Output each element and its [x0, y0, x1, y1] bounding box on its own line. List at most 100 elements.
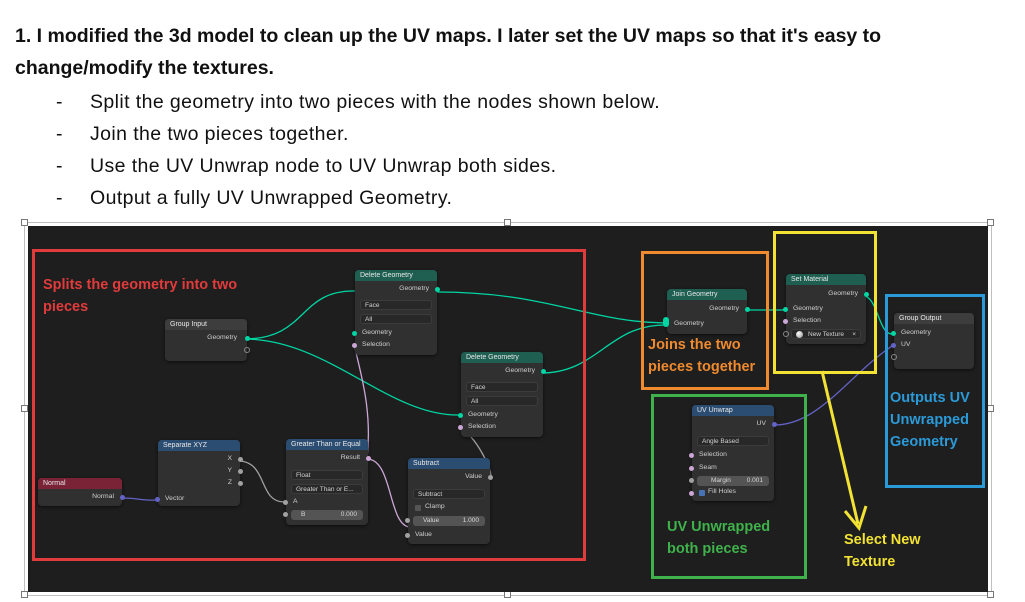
selection-input-label: Selection — [468, 423, 496, 430]
greater-than-node[interactable]: Greater Than or Equal Result Float Great… — [283, 439, 371, 525]
fill-holes-input-socket[interactable] — [689, 491, 694, 496]
group-output-node[interactable]: Group Output Geometry UV — [891, 313, 974, 369]
step-item: -Output a fully UV Unwrapped Geometry. — [56, 182, 660, 214]
y-output-label: Y — [227, 467, 232, 474]
geometry-input-socket[interactable] — [352, 331, 357, 336]
selection-input-socket[interactable] — [689, 453, 694, 458]
subtract-node[interactable]: Subtract Value Subtract Clamp Value 1.00… — [405, 458, 493, 544]
node-editor[interactable]: Group Input Geometry Delete Geometry Geo… — [28, 226, 988, 592]
node-header: Separate XYZ — [158, 440, 240, 451]
uv-annotation-box — [651, 394, 807, 579]
multi-input-socket[interactable] — [663, 317, 669, 327]
resize-handle[interactable] — [504, 591, 511, 598]
selection-input-label: Selection — [793, 317, 821, 324]
uv-output-socket[interactable] — [772, 422, 777, 427]
geometry-input-socket[interactable] — [458, 413, 463, 418]
delete-geometry-node[interactable]: Delete Geometry Geometry Face All Geomet… — [458, 352, 546, 437]
type-dropdown[interactable]: Float — [291, 470, 363, 480]
separate-xyz-node[interactable]: Separate XYZ X Y Z Vector — [155, 440, 243, 506]
selection-input-label: Selection — [362, 341, 390, 348]
close-icon[interactable]: × — [852, 331, 856, 338]
resize-handle[interactable] — [21, 405, 28, 412]
geometry-output-socket[interactable] — [745, 307, 750, 312]
operation-dropdown[interactable]: Greater Than or E... — [291, 484, 363, 494]
bullet-dash: - — [56, 123, 63, 145]
y-output-socket[interactable] — [238, 469, 243, 474]
geometry-output-label: Geometry — [505, 367, 535, 374]
delete-geometry-node[interactable]: Delete Geometry Geometry Face All Geomet… — [352, 270, 440, 355]
step-text: Output a fully UV Unwrapped Geometry. — [90, 187, 453, 209]
vector-input-socket[interactable] — [155, 497, 160, 502]
operation-dropdown[interactable]: Subtract — [413, 489, 485, 499]
empty-input-socket[interactable] — [891, 354, 897, 360]
bullet-dash: - — [56, 155, 63, 177]
uv-unwrap-node[interactable]: UV Unwrap UV Angle Based Selection Seam … — [689, 405, 777, 501]
method-dropdown[interactable]: Angle Based — [697, 436, 769, 446]
a-input-socket[interactable] — [283, 500, 288, 505]
selection-input-label: Selection — [699, 451, 727, 458]
node-header: Delete Geometry — [355, 270, 437, 281]
material-selector[interactable]: New Texture × — [791, 329, 861, 339]
step-text: Split the geometry into two pieces with … — [90, 91, 661, 113]
selection-input-socket[interactable] — [783, 319, 788, 324]
selection-input-socket[interactable] — [352, 343, 357, 348]
margin-field[interactable]: Margin 0.001 — [697, 476, 769, 486]
resize-handle[interactable] — [21, 219, 28, 226]
domain-dropdown[interactable]: Face — [360, 300, 432, 310]
geometry-output-socket[interactable] — [435, 287, 440, 292]
fill-holes-checkbox[interactable] — [699, 490, 705, 496]
uv-output-label: UV — [756, 420, 766, 427]
margin-input-socket[interactable] — [689, 478, 694, 483]
b-input-socket[interactable] — [283, 512, 288, 517]
selection-input-socket[interactable] — [458, 425, 463, 430]
normal-node[interactable]: Normal Normal — [38, 478, 125, 506]
group-input-node[interactable]: Group Input Geometry — [165, 319, 250, 361]
geometry-output-label: Geometry — [399, 285, 429, 292]
join-annotation-label: Joins the two pieces together — [648, 337, 756, 375]
bullet-dash: - — [56, 91, 63, 113]
clamp-checkbox[interactable] — [415, 505, 421, 511]
b-value-field[interactable]: B 0.000 — [291, 510, 363, 520]
margin-label: Margin — [711, 477, 731, 484]
geometry-input-socket[interactable] — [891, 331, 896, 336]
instruction-heading: 1. I modified the 3d model to clean up t… — [15, 25, 882, 79]
join-geometry-node[interactable]: Join Geometry Geometry Geometry — [663, 289, 750, 334]
value-input-socket[interactable] — [405, 533, 410, 538]
result-output-socket[interactable] — [366, 456, 371, 461]
material-input-socket[interactable] — [783, 331, 789, 337]
resize-handle[interactable] — [987, 591, 994, 598]
set-material-node[interactable]: Set Material Geometry Geometry Selection… — [783, 274, 869, 344]
seam-input-socket[interactable] — [689, 466, 694, 471]
value-output-socket[interactable] — [488, 475, 493, 480]
geometry-input-socket[interactable] — [783, 307, 788, 312]
resize-handle[interactable] — [987, 405, 994, 412]
resize-handle[interactable] — [504, 219, 511, 226]
uv-input-socket[interactable] — [891, 343, 896, 348]
step-item: -Use the UV Unwrap node to UV Unwrap bot… — [56, 150, 660, 182]
geometry-input-label: Geometry — [674, 320, 704, 327]
empty-output-socket[interactable] — [244, 347, 250, 353]
mode-dropdown[interactable]: All — [466, 396, 538, 406]
normal-output-label: Normal — [92, 493, 114, 500]
wire-geometry — [862, 295, 893, 335]
vector-input-label: Vector — [165, 495, 185, 502]
wire-geometry — [243, 290, 356, 340]
value-input-label: Value — [415, 531, 432, 538]
value-field[interactable]: Value 1.000 — [413, 516, 485, 526]
geometry-output-socket[interactable] — [864, 292, 869, 297]
normal-output-socket[interactable] — [120, 495, 125, 500]
resize-handle[interactable] — [21, 591, 28, 598]
z-output-socket[interactable] — [238, 481, 243, 486]
domain-dropdown[interactable]: Face — [466, 382, 538, 392]
step-item: -Join the two pieces together. — [56, 118, 660, 150]
resize-handle[interactable] — [987, 219, 994, 226]
geometry-output-label: Geometry — [709, 305, 739, 312]
geometry-output-socket[interactable] — [245, 336, 250, 341]
pointer-arrow — [820, 370, 868, 532]
value-field-label: Value — [423, 517, 440, 524]
clamp-label: Clamp — [425, 503, 445, 510]
x-output-socket[interactable] — [238, 457, 243, 462]
mode-dropdown[interactable]: All — [360, 314, 432, 324]
geometry-output-socket[interactable] — [541, 369, 546, 374]
value-input-socket[interactable] — [405, 518, 410, 523]
